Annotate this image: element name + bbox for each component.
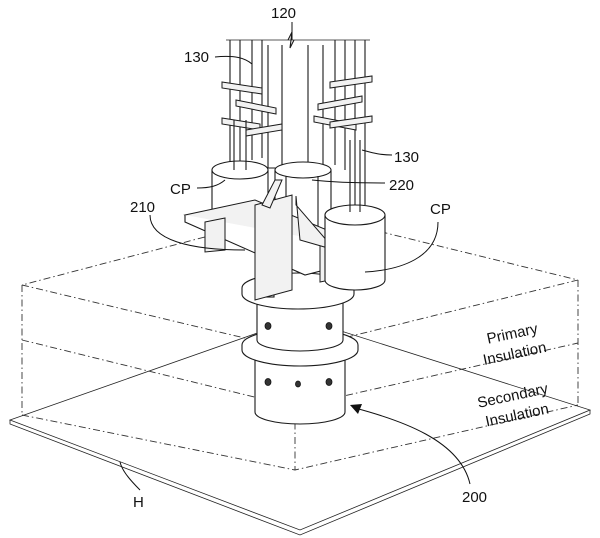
- label-220: 220: [389, 177, 414, 194]
- label-cp-left: CP: [170, 181, 191, 198]
- rod-brackets: [221, 75, 373, 137]
- secondary-insulation-label: Secondary Insulation: [476, 380, 550, 430]
- label-200: 200: [462, 489, 487, 506]
- label-130-left: 130: [184, 49, 209, 66]
- base-plate-h: [8, 317, 592, 536]
- label-h: H: [133, 494, 144, 511]
- label-130-right: 130: [394, 149, 419, 166]
- label-210: 210: [130, 199, 155, 216]
- label-120: 120: [271, 5, 296, 22]
- leader-lines: [119, 22, 471, 491]
- label-cp-right: CP: [430, 201, 451, 218]
- primary-insulation-label: Primary Insulation: [482, 320, 548, 369]
